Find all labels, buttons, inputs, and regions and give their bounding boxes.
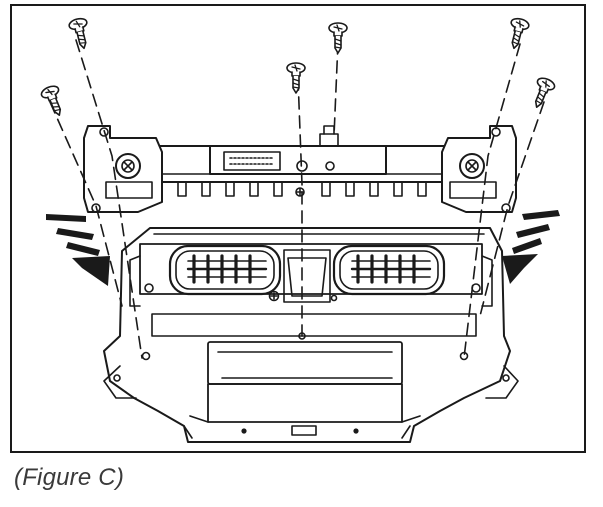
arrow-icon — [502, 210, 560, 284]
figure-caption: (Figure C) — [14, 464, 125, 491]
alignment-lines — [49, 39, 545, 359]
alignment-line — [75, 39, 143, 359]
screw-icon — [504, 16, 531, 52]
screw-icon — [38, 83, 69, 120]
installation-diagram — [38, 16, 560, 443]
mounting-bracket — [83, 125, 517, 213]
left-air-vent — [168, 244, 282, 296]
screw-icon — [67, 16, 94, 52]
alignment-line — [49, 101, 123, 307]
alignment-line — [297, 77, 303, 337]
screw-icon — [286, 62, 306, 94]
alignment-line — [333, 41, 339, 137]
screw-icon — [328, 22, 348, 54]
dash-panel — [103, 227, 519, 443]
right-air-vent — [332, 244, 446, 296]
alignment-line — [463, 43, 521, 359]
figure-frame — [10, 4, 586, 453]
arrow-icon — [46, 214, 110, 286]
